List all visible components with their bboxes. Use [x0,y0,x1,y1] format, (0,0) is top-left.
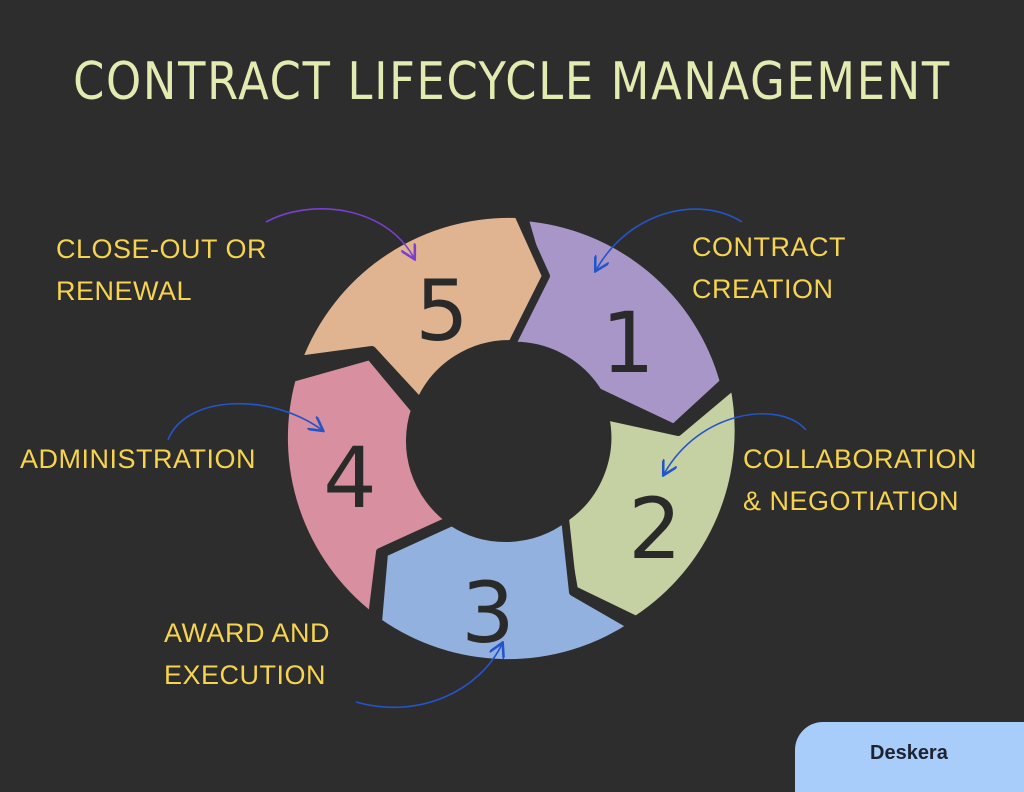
stage-4-segment [279,352,454,621]
stage-2-number: 2 [628,480,681,578]
brand-logo-text: Deskera [870,742,948,764]
arrow-to-stage-1 [596,208,743,270]
stage-4-number: 4 [323,429,376,527]
stage-2-segment [558,381,743,624]
wheel-center [414,346,606,538]
arrow-to-stage-2 [664,413,807,474]
stage-3-label: AWARD AND EXECUTION [164,618,331,690]
stage-5-label: CLOSE-OUT OR RENEWAL [56,234,268,306]
stage-3-number: 3 [461,564,514,662]
stage-5-segment [294,209,550,406]
arrow-to-stage-5 [265,208,414,258]
stage-1-number: 1 [601,294,654,392]
lifecycle-wheel: 1 2 3 4 5 [167,208,807,709]
stage-1-label: CONTRACT CREATION [692,232,846,304]
stage-1-segment [504,213,728,432]
stage-2-label: COLLABORATION & NEGOTIATION [743,444,978,516]
arrow-to-stage-3 [355,644,502,709]
stage-4-label: ADMINISTRATION [20,444,256,474]
arrow-to-stage-4 [167,402,322,441]
stage-5-number: 5 [415,262,468,360]
page-title: CONTRACT LIFECYCLE MANAGEMENT [73,52,951,112]
